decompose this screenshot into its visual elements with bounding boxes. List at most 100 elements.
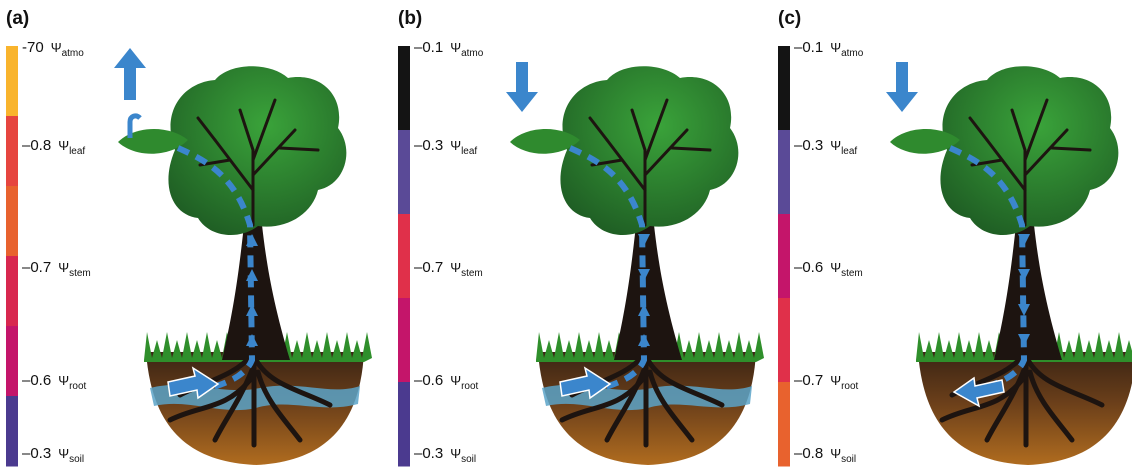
potential-value: –0.1 bbox=[794, 39, 824, 56]
potential-subscript: root bbox=[461, 381, 479, 392]
potential-label-stem: –0.6 Ψstem bbox=[794, 259, 863, 279]
tree-branch bbox=[251, 128, 297, 177]
tree-branch bbox=[1050, 146, 1092, 152]
psi-symbol: Ψsoil bbox=[830, 446, 857, 465]
panel-a-illustration bbox=[6, 46, 372, 467]
flow-arrow-down bbox=[638, 234, 650, 246]
potential-value: –0.6 bbox=[794, 259, 824, 276]
potential-subscript: soil bbox=[461, 454, 477, 465]
potential-bar-segment bbox=[398, 214, 410, 299]
potential-subscript: stem bbox=[69, 268, 91, 279]
potential-subscript: stem bbox=[461, 268, 483, 279]
potential-bar-segment bbox=[6, 326, 18, 397]
root-inflow-arrow bbox=[167, 366, 220, 400]
psi-symbol: Ψroot bbox=[450, 373, 479, 392]
tree-branch bbox=[1023, 128, 1069, 177]
flow-arrow-up bbox=[638, 334, 650, 346]
potential-bar-segment bbox=[6, 396, 18, 467]
root bbox=[253, 357, 333, 408]
potential-label-soil: –0.8 Ψsoil bbox=[794, 445, 856, 465]
root bbox=[939, 377, 1025, 423]
flow-arrow-down bbox=[638, 269, 650, 281]
potential-bar-segment bbox=[6, 116, 18, 187]
trunk bbox=[994, 225, 1062, 360]
tree-branch bbox=[1010, 108, 1027, 152]
tree-branch bbox=[1023, 98, 1049, 162]
leaf-exit-arrow bbox=[127, 113, 142, 138]
tree-branch bbox=[985, 138, 1027, 192]
psi-symbol: Ψsoil bbox=[58, 446, 85, 465]
flow-arrow-up bbox=[246, 234, 258, 246]
potential-value: –0.1 bbox=[414, 39, 444, 56]
psi-symbol: Ψatmo bbox=[450, 40, 484, 59]
root bbox=[167, 377, 253, 423]
leaf bbox=[890, 128, 960, 154]
potential-value: –0.8 bbox=[22, 137, 52, 154]
root bbox=[255, 369, 303, 443]
tree-branch bbox=[605, 138, 647, 192]
tree-branch bbox=[643, 128, 689, 177]
potential-label-atmo: –0.1 Ψatmo bbox=[794, 39, 863, 59]
potential-label-leaf: –0.3 Ψleaf bbox=[794, 137, 857, 157]
psi-symbol: Ψleaf bbox=[830, 138, 858, 157]
potential-subscript: root bbox=[841, 381, 859, 392]
grass bbox=[916, 332, 1132, 362]
psi-symbol: Ψatmo bbox=[830, 40, 864, 59]
potential-bar-segment bbox=[6, 186, 18, 257]
root bbox=[559, 377, 645, 423]
root-inflow-arrow bbox=[559, 366, 612, 400]
potential-bar-segment bbox=[398, 382, 410, 467]
potential-label-root: –0.6 Ψroot bbox=[414, 372, 478, 392]
panel-c-label: (c) bbox=[778, 8, 802, 29]
potential-bar-segment bbox=[6, 46, 18, 117]
potential-label-leaf: –0.3 Ψleaf bbox=[414, 137, 477, 157]
tree-branch bbox=[588, 116, 609, 142]
potential-value: –0.6 bbox=[414, 372, 444, 389]
atmosphere-arrow-up bbox=[114, 48, 146, 100]
potential-subscript: atmo bbox=[461, 48, 484, 59]
potential-value: –0.3 bbox=[22, 445, 52, 462]
panel-b-illustration bbox=[398, 46, 764, 467]
psi-symbol: Ψleaf bbox=[450, 138, 478, 157]
panel-c-illustration bbox=[778, 46, 1132, 467]
potential-bar-segment bbox=[398, 130, 410, 215]
root bbox=[1027, 369, 1075, 443]
potential-subscript: leaf bbox=[461, 146, 478, 157]
potential-subscript: atmo bbox=[841, 48, 864, 59]
potential-label-soil: –0.3 Ψsoil bbox=[22, 445, 84, 465]
potential-value: –0.3 bbox=[414, 445, 444, 462]
potential-label-atmo: –0.1 Ψatmo bbox=[414, 39, 483, 59]
potential-value: –0.7 bbox=[414, 259, 444, 276]
potential-value: –0.3 bbox=[414, 137, 444, 154]
tree-branch bbox=[251, 98, 277, 162]
potential-label-root: –0.6 Ψroot bbox=[22, 372, 86, 392]
potential-value: -70 bbox=[22, 39, 44, 56]
water-flow-path bbox=[948, 145, 1028, 391]
tree-branch bbox=[968, 116, 989, 142]
potential-subscript: atmo bbox=[61, 48, 84, 59]
psi-symbol: Ψroot bbox=[58, 373, 87, 392]
root bbox=[1025, 357, 1105, 408]
potential-subscript: leaf bbox=[841, 146, 858, 157]
potential-value: –0.8 bbox=[794, 445, 824, 462]
root bbox=[645, 357, 725, 408]
panel-a-label: (a) bbox=[6, 8, 30, 29]
leaf bbox=[118, 128, 188, 154]
potential-value: –0.6 bbox=[22, 372, 52, 389]
tree-branch bbox=[196, 116, 217, 142]
flow-arrow-up bbox=[246, 269, 258, 281]
flow-arrow-up bbox=[638, 304, 650, 316]
leaf bbox=[510, 128, 580, 154]
potential-value: –0.7 bbox=[22, 259, 52, 276]
psi-symbol: Ψstem bbox=[830, 260, 863, 279]
potential-label-atmo: -70 Ψatmo bbox=[22, 39, 84, 59]
tree-branch bbox=[643, 98, 669, 162]
psi-symbol: Ψatmo bbox=[50, 40, 84, 59]
potential-value: –0.3 bbox=[794, 137, 824, 154]
root bbox=[647, 369, 695, 443]
atmosphere-arrow-down bbox=[886, 62, 918, 112]
